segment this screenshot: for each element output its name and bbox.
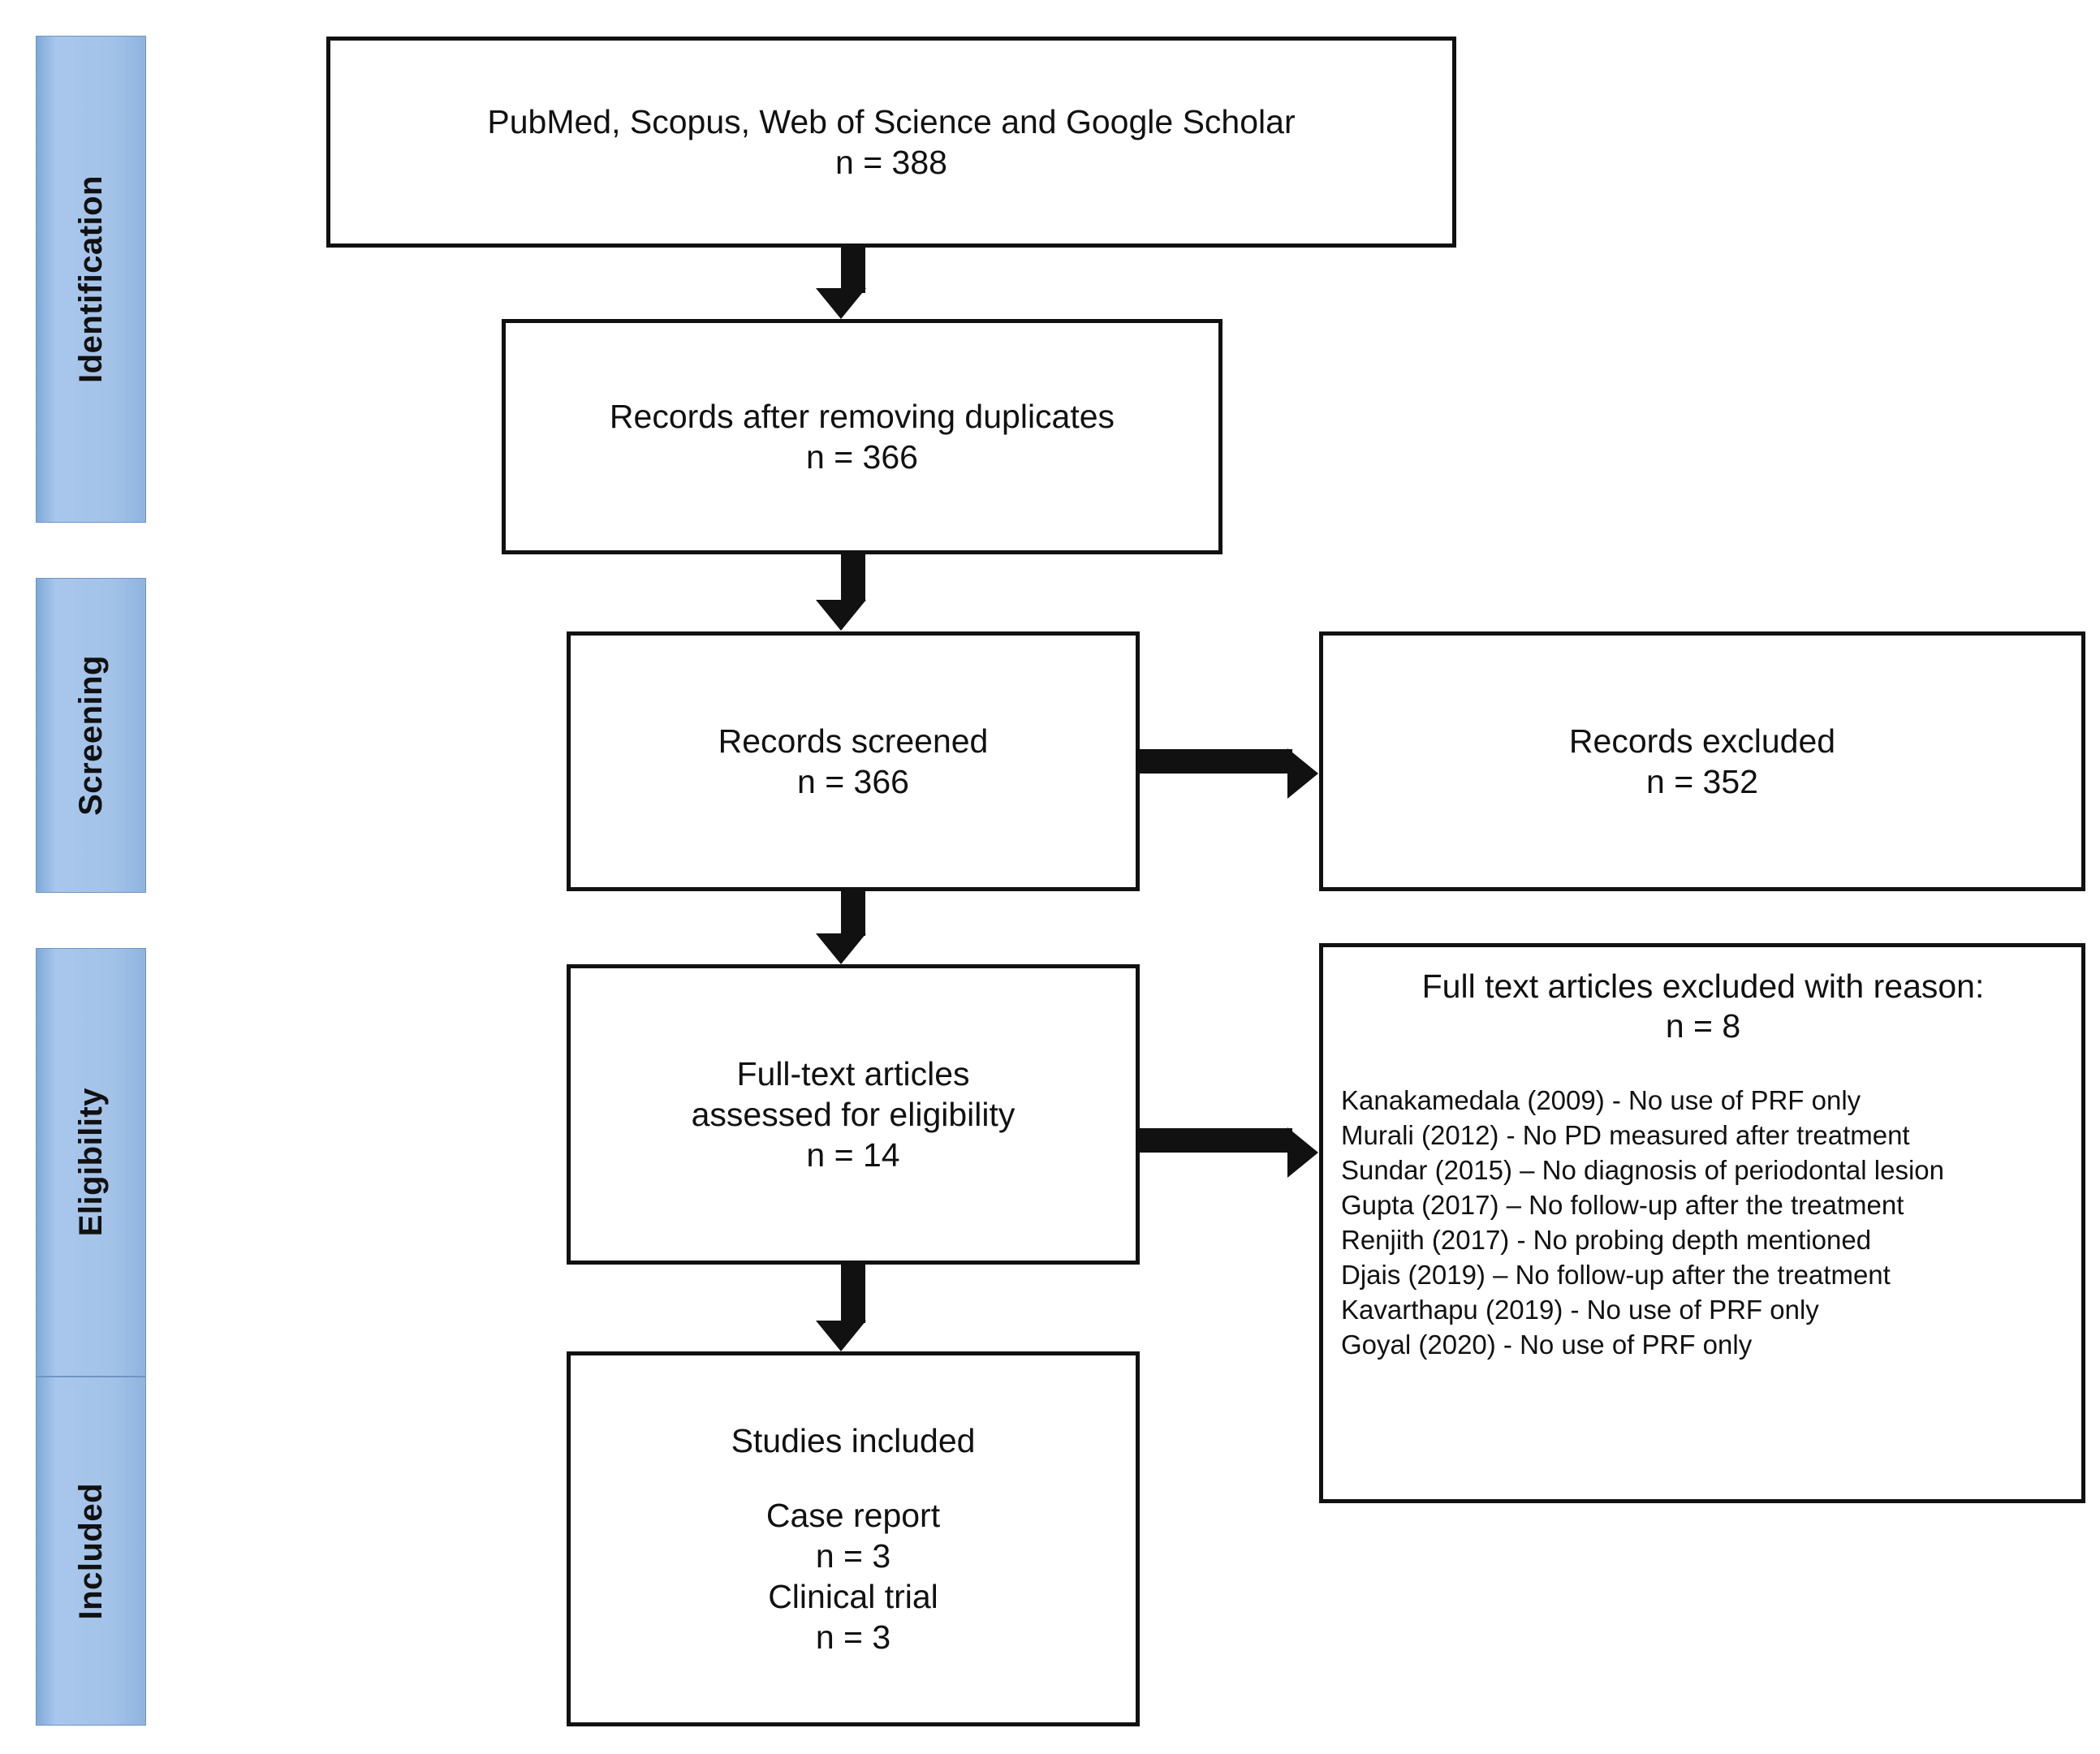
connector-sources-to-duplicates [841,248,865,293]
exclusion-reason-item: Murali (2012) - No PD measured after tre… [1341,1120,1910,1151]
node-studies-included-case-report-count: n = 3 [815,1536,891,1575]
node-records-excluded-label: Records excluded [1568,722,1836,760]
node-records-screened-label: Records screened [718,722,989,760]
arrowhead-sources-to-duplicates [816,288,866,319]
exclusion-reason-item: Goyal (2020) - No use of PRF only [1341,1329,1753,1360]
node-records-excluded: Records excluded n = 352 [1319,631,2085,891]
node-records-excluded-count: n = 352 [1646,763,1758,800]
exclusion-reason-item: Gupta (2017) – No follow-up after the tr… [1341,1190,1904,1221]
stage-label-eligibility: Eligibility [73,1088,109,1237]
node-sources-count: n = 388 [835,144,947,181]
arrowhead-duplicates-to-screened [816,600,866,631]
node-studies-included-label: Studies included [731,1421,976,1459]
arrowhead-fulltext-to-reasons [1287,1127,1318,1178]
stage-tab-included: Included [36,1377,146,1726]
exclusion-reason-item: Djais (2019) – No follow-up after the tr… [1341,1259,1891,1290]
node-fulltext-assessed-label-2: assessed for eligibility [691,1095,1016,1133]
connector-fulltext-to-included [841,1265,865,1323]
exclusion-reason-item: Kanakamedala (2009) - No use of PRF only [1341,1085,1861,1116]
stage-label-identification: Identification [73,175,109,383]
stage-label-screening: Screening [73,655,109,816]
node-fulltext-excluded: Full text articles excluded with reason:… [1319,943,2085,1503]
stage-tab-identification: Identification [36,36,146,523]
node-studies-included-clinical-trial-label: Clinical trial [768,1578,938,1615]
stage-label-included: Included [73,1482,109,1620]
stage-tab-eligibility: Eligibility [36,948,146,1377]
exclusion-reason-item: Sundar (2015) – No diagnosis of periodon… [1341,1155,1944,1186]
node-sources: PubMed, Scopus, Web of Science and Googl… [326,37,1456,248]
stage-tab-screening: Screening [36,578,146,893]
connector-screened-to-excluded [1140,749,1292,774]
node-studies-included-clinical-trial-count: n = 3 [815,1618,891,1657]
arrowhead-screened-to-fulltext [816,933,866,964]
arrowhead-fulltext-to-included [816,1321,866,1351]
connector-duplicates-to-screened [841,554,865,601]
node-fulltext-assessed: Full-text articles assessed for eligibil… [567,964,1140,1265]
connector-fulltext-to-reasons [1140,1128,1292,1153]
exclusion-reason-list: Kanakamedala (2009) - No use of PRF only… [1341,1084,2065,1362]
node-duplicates-removed-label: Records after removing duplicates [609,397,1115,435]
node-studies-included: Studies included Case report n = 3 Clini… [567,1351,1140,1726]
node-fulltext-excluded-heading: Full text articles excluded with reason: [1421,968,1985,1005]
node-fulltext-assessed-label-1: Full-text articles [736,1054,970,1092]
node-records-screened-count: n = 366 [797,763,909,800]
node-duplicates-removed: Records after removing duplicates n = 36… [502,319,1222,554]
exclusion-reason-item: Kavarthapu (2019) - No use of PRF only [1341,1294,1819,1325]
connector-screened-to-fulltext [841,891,865,936]
exclusion-reason-item: Renjith (2017) - No probing depth mentio… [1341,1224,1872,1255]
node-fulltext-excluded-count: n = 8 [1665,1007,1741,1045]
arrowhead-screened-to-excluded [1287,748,1318,799]
node-studies-included-case-report-label: Case report [765,1496,941,1534]
node-sources-label: PubMed, Scopus, Web of Science and Googl… [487,102,1296,140]
node-records-screened: Records screened n = 366 [567,631,1140,891]
node-duplicates-removed-count: n = 366 [806,438,918,476]
node-fulltext-assessed-count: n = 14 [806,1136,900,1174]
